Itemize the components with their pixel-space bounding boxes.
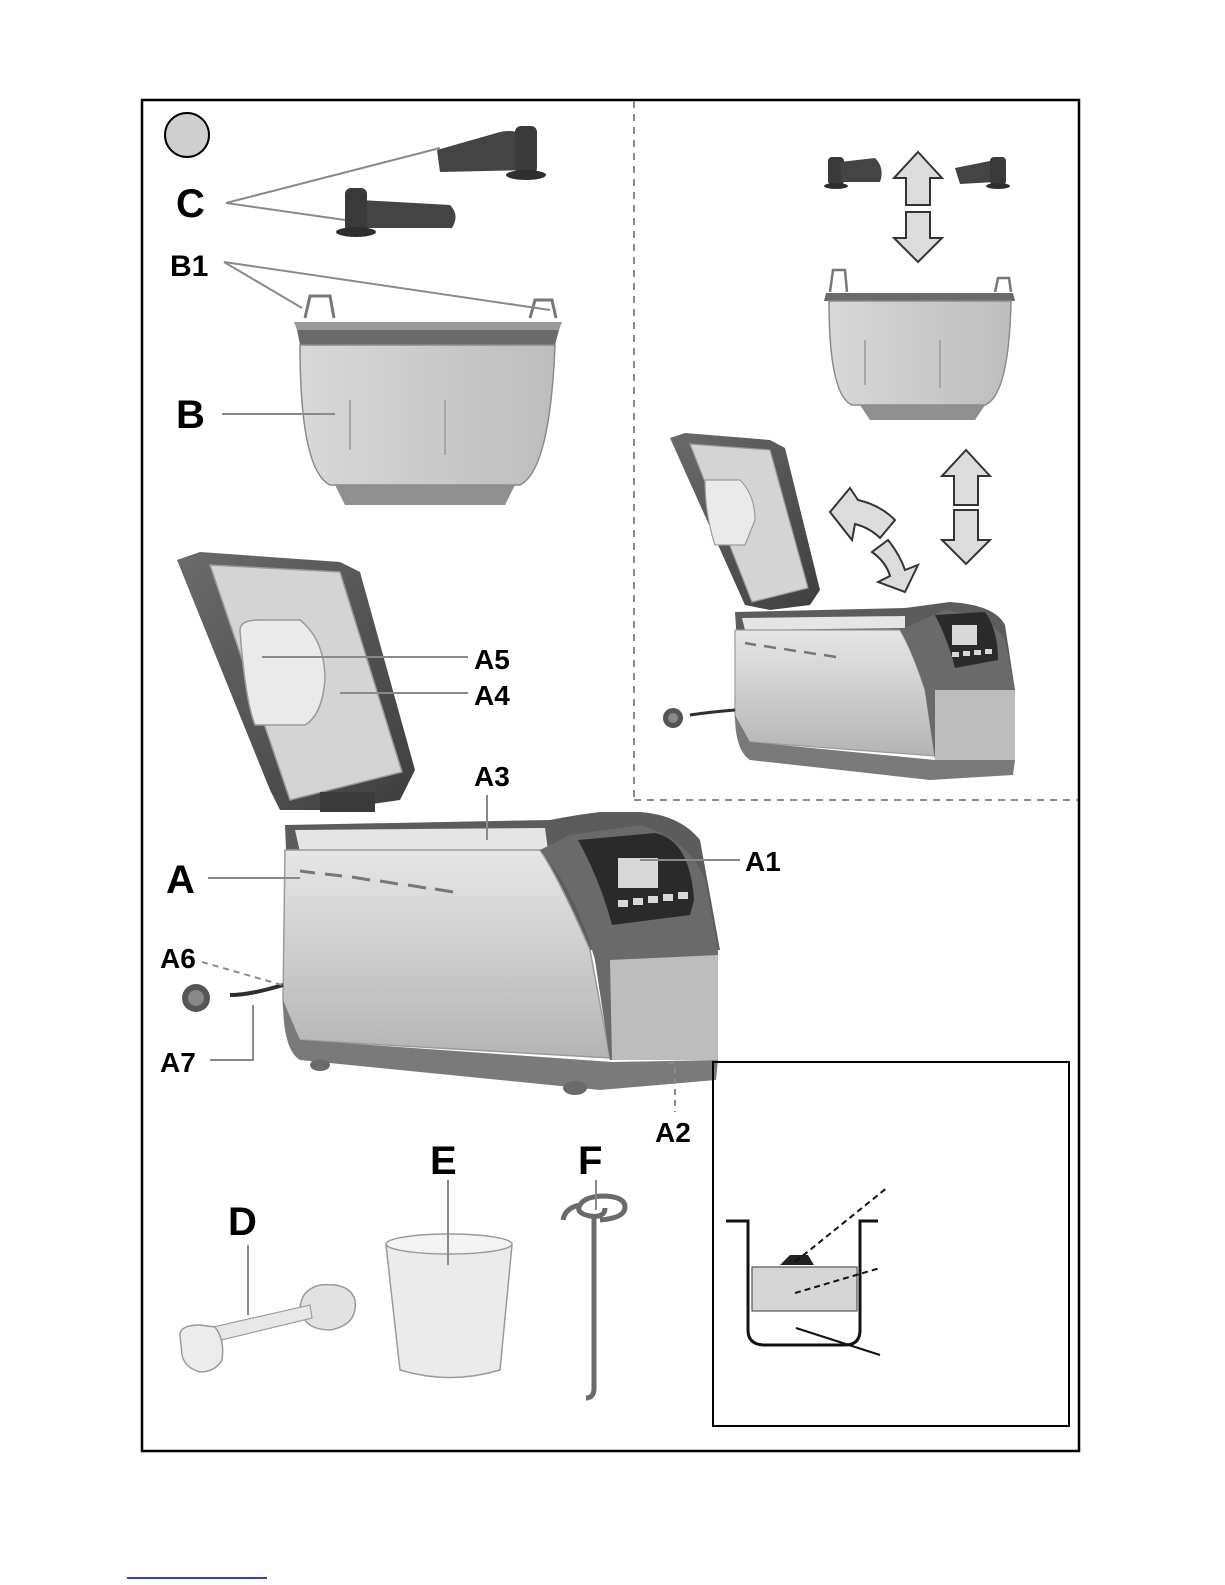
label-A4: A4 (474, 680, 510, 711)
label-B1: B1 (170, 250, 208, 283)
inset-line-bottom (796, 1328, 880, 1355)
label-A6: A6 (160, 943, 196, 974)
label-A3: A3 (474, 761, 510, 792)
footer-link-underline (127, 1577, 267, 1579)
paddle-left-small (824, 157, 882, 189)
label-A5: A5 (474, 644, 510, 675)
inset-pan-cross-section (726, 1221, 878, 1345)
leader-C-top (226, 148, 440, 203)
baking-pan (294, 296, 562, 505)
leader-B1-right (224, 262, 550, 310)
arrow-up-down-top (894, 152, 942, 262)
arrow-curved-lid (830, 488, 918, 592)
kneading-paddle-top (437, 126, 546, 180)
arrow-up-down-bottom (942, 450, 990, 564)
measuring-spoon (180, 1285, 355, 1372)
inset-frame (713, 1062, 1069, 1426)
leader-C-bottom (226, 203, 345, 220)
label-B: B (176, 393, 205, 437)
leader-A7 (210, 1005, 253, 1060)
label-E: E (430, 1139, 457, 1183)
label-F: F (578, 1139, 602, 1183)
bread-maker-main (177, 552, 720, 1095)
label-A7: A7 (160, 1047, 196, 1078)
label-A: A (166, 858, 195, 902)
inset-line-top (795, 1187, 888, 1262)
label-A1: A1 (745, 846, 781, 877)
label-A2: A2 (655, 1117, 691, 1148)
paddle-removal-hook (563, 1196, 625, 1398)
label-D: D (228, 1200, 257, 1244)
leader-B1-left (224, 262, 302, 308)
baking-pan-small (824, 270, 1015, 420)
kneading-paddle-bottom (336, 188, 456, 237)
leader-A6 (202, 962, 282, 985)
section-marker-circle (165, 113, 209, 157)
label-C: C (176, 182, 205, 226)
paddle-right-small (955, 157, 1010, 189)
